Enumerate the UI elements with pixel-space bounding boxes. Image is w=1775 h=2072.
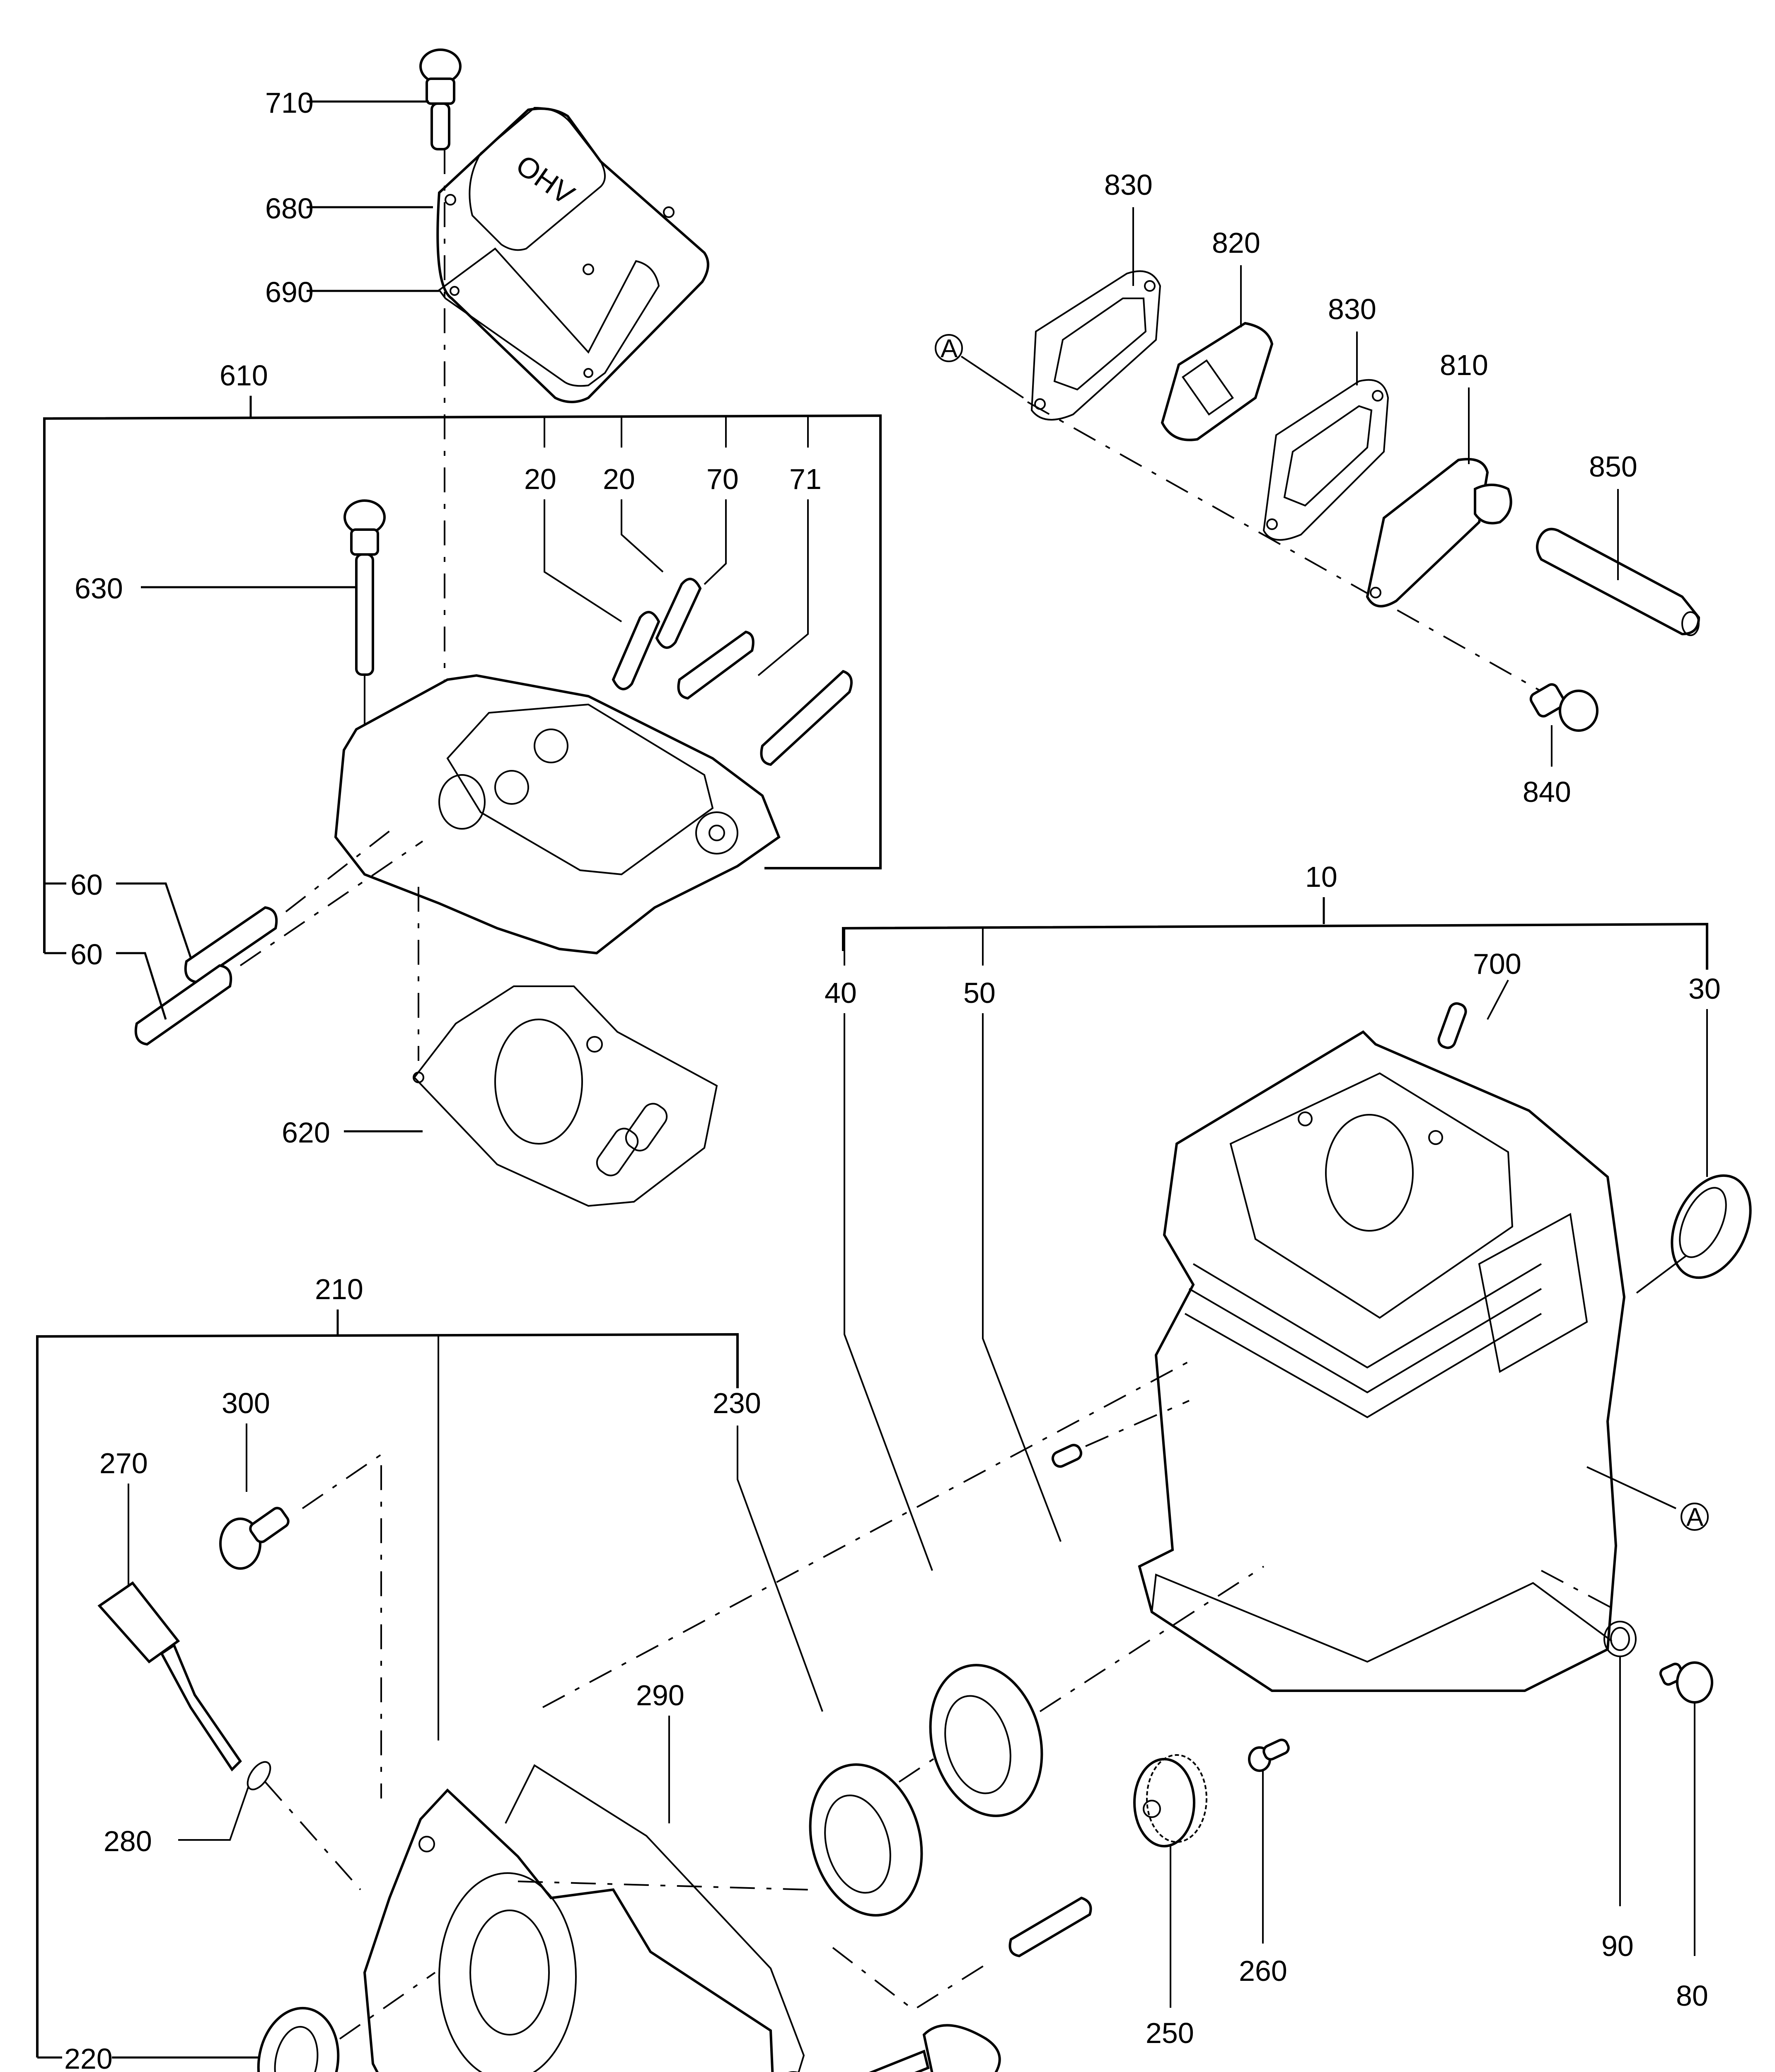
gear-250 bbox=[1133, 1754, 1207, 1847]
callout-820[interactable]: 820 bbox=[1212, 227, 1260, 259]
bolt-710 bbox=[419, 48, 462, 150]
callout-710[interactable]: 710 bbox=[265, 87, 314, 119]
head-bolt-630 bbox=[343, 499, 386, 676]
dowel-pin-700 bbox=[1437, 1002, 1467, 1049]
valve-guide-20-a bbox=[612, 611, 660, 690]
callout-630[interactable]: 630 bbox=[75, 572, 123, 605]
pipe-850 bbox=[1536, 528, 1700, 636]
cylinder-head-group: 610 20 20 70 71 bbox=[43, 359, 882, 1207]
callout-690[interactable]: 690 bbox=[265, 276, 314, 308]
callout-60-lower[interactable]: 60 bbox=[70, 938, 103, 971]
pin-50 bbox=[1051, 1444, 1083, 1468]
stud-71 bbox=[760, 670, 853, 766]
gasket-830-a bbox=[1030, 270, 1161, 421]
plate-820 bbox=[1161, 322, 1274, 441]
callout-40[interactable]: 40 bbox=[825, 977, 857, 1009]
oil-seal-220 bbox=[257, 2007, 340, 2072]
callout-840[interactable]: 840 bbox=[1523, 776, 1571, 808]
callout-220[interactable]: 220 bbox=[64, 2043, 113, 2072]
reference-marker-a-top[interactable]: A bbox=[935, 334, 963, 363]
callout-610[interactable]: 610 bbox=[220, 359, 268, 392]
o-ring-280-a bbox=[247, 1761, 271, 1791]
callout-90[interactable]: 90 bbox=[1601, 1930, 1634, 1962]
callout-830-left[interactable]: 830 bbox=[1104, 169, 1153, 201]
bearing-230 bbox=[809, 1763, 923, 1917]
shaft-260 bbox=[1248, 1738, 1290, 1772]
bearing-40 bbox=[929, 1664, 1043, 1817]
drain-knob-270 bbox=[868, 2024, 1001, 2072]
dipstick-270 bbox=[97, 1581, 242, 1772]
callout-230[interactable]: 230 bbox=[713, 1387, 761, 1419]
crankcase-cover-210 bbox=[363, 1764, 805, 2072]
exhaust-group: A 830 820 830 bbox=[935, 169, 1700, 808]
callout-270-dipstick[interactable]: 270 bbox=[99, 1447, 148, 1479]
svg-text:A: A bbox=[1686, 1503, 1704, 1532]
cylinder-block-10 bbox=[1138, 1030, 1626, 1692]
callout-850[interactable]: 850 bbox=[1589, 450, 1637, 483]
cylinder-block-group: 10 40 50 30 700 bbox=[825, 861, 1752, 2049]
muffler-810 bbox=[1366, 458, 1512, 608]
stud-60-a bbox=[184, 906, 278, 984]
stud-60-b bbox=[134, 964, 232, 1046]
valve-guide-20-b bbox=[655, 578, 702, 649]
callout-20-left[interactable]: 20 bbox=[524, 463, 556, 495]
rocker-cover-680: OHV bbox=[436, 107, 709, 403]
callout-210[interactable]: 210 bbox=[315, 1273, 363, 1305]
drain-plug-80 bbox=[1659, 1661, 1713, 1704]
rocker-cover-group: 710 OHV 680 690 bbox=[265, 48, 709, 754]
rocker-cover-gasket-690 bbox=[438, 247, 660, 387]
crankcase-cover-group: 210 300 270 230 290 280 bbox=[36, 1273, 1265, 2072]
callout-70[interactable]: 70 bbox=[706, 463, 739, 495]
plug-300 bbox=[219, 1507, 290, 1570]
gasket-830-b bbox=[1262, 379, 1389, 541]
callout-620[interactable]: 620 bbox=[282, 1116, 330, 1149]
callout-10[interactable]: 10 bbox=[1305, 861, 1337, 893]
bolt-840 bbox=[1529, 683, 1598, 732]
callout-810[interactable]: 810 bbox=[1440, 349, 1488, 381]
callout-30[interactable]: 30 bbox=[1688, 973, 1721, 1005]
callout-260[interactable]: 260 bbox=[1239, 1955, 1287, 1987]
cylinder-head-610 bbox=[334, 674, 781, 955]
callout-300[interactable]: 300 bbox=[222, 1387, 270, 1419]
callout-71[interactable]: 71 bbox=[789, 463, 822, 495]
callout-290[interactable]: 290 bbox=[636, 1679, 684, 1711]
callout-700[interactable]: 700 bbox=[1473, 948, 1521, 980]
callout-80[interactable]: 80 bbox=[1676, 1980, 1708, 2012]
svg-text:A: A bbox=[941, 334, 958, 363]
callout-830-right[interactable]: 830 bbox=[1328, 293, 1376, 325]
callout-60-upper[interactable]: 60 bbox=[70, 869, 103, 901]
callout-20-right[interactable]: 20 bbox=[603, 463, 635, 495]
reference-marker-a-right[interactable]: A bbox=[1681, 1503, 1709, 1532]
head-gasket-620 bbox=[413, 985, 718, 1207]
governor-shaft bbox=[1008, 1896, 1092, 1958]
stud-70 bbox=[677, 630, 754, 700]
oil-seal-30 bbox=[1671, 1174, 1752, 1279]
callout-280-upper[interactable]: 280 bbox=[104, 1825, 152, 1857]
callout-250[interactable]: 250 bbox=[1146, 2017, 1194, 2049]
callout-680[interactable]: 680 bbox=[265, 192, 314, 225]
callout-50[interactable]: 50 bbox=[963, 977, 996, 1009]
